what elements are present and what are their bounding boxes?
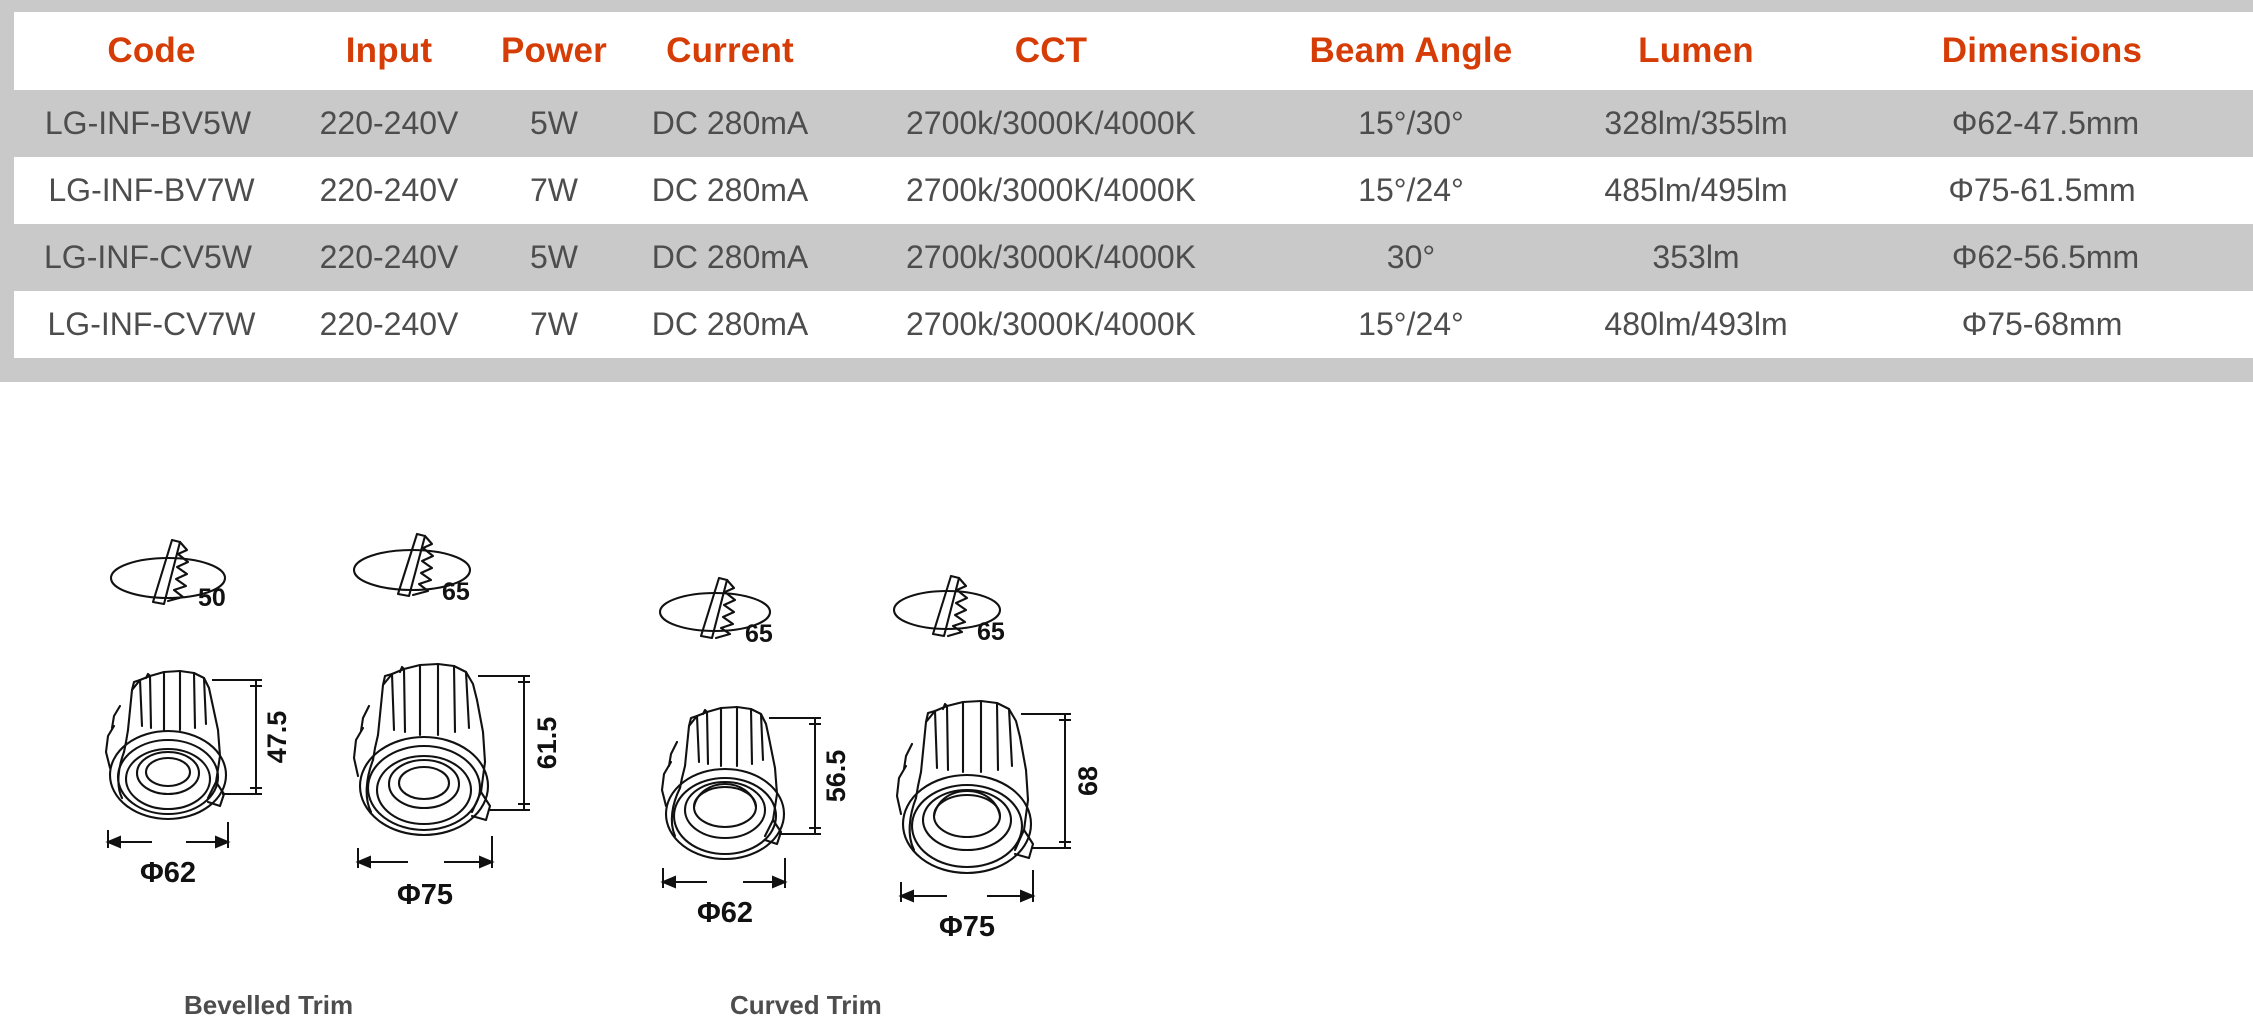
column-header-input: Input <box>289 12 489 90</box>
cell-dimensions: Φ75-68mm <box>1831 291 2253 358</box>
cell-power: 7W <box>489 157 619 224</box>
cell-code: LG-INF-BV7W <box>0 157 289 224</box>
cell-lumen: 353lm <box>1561 224 1831 291</box>
cell-beam-angle: 15°/24° <box>1261 157 1561 224</box>
diameter-dimension-label: Φ75 <box>939 911 995 943</box>
cell-current: DC 280mA <box>619 291 841 358</box>
cell-code: LG-INF-CV5W <box>7 224 289 291</box>
cell-cct: 2700k/3000K/4000K <box>841 90 1261 157</box>
height-dimension-label: 47.5 <box>262 711 292 764</box>
height-dimension-label: 68 <box>1073 766 1103 796</box>
column-header-cct: CCT <box>841 12 1261 90</box>
product-drawing-bv7w: 65 <box>340 530 620 990</box>
cell-power: 5W <box>489 90 619 157</box>
product-drawing-bv5w: 50 <box>90 530 350 970</box>
drawing-svg-cv5w: 65 <box>658 576 851 929</box>
cell-cct: 2700k/3000K/4000K <box>841 224 1261 291</box>
cell-dimensions: Φ75-61.5mm <box>1831 157 2253 224</box>
cell-current: DC 280mA <box>619 157 841 224</box>
drawing-svg-bv5w: 50 <box>104 538 292 889</box>
cell-beam-angle: 30° <box>1261 224 1561 291</box>
cell-cct: 2700k/3000K/4000K <box>841 291 1261 358</box>
table-row: LG-INF-BV5W 220-240V 5W DC 280mA 2700k/3… <box>7 90 2253 157</box>
cutout-dimension-label: 65 <box>745 620 773 648</box>
cutout-dimension-label: 50 <box>198 584 226 612</box>
table-header-row: Code Input Power Current CCT Beam Angle … <box>0 12 2253 90</box>
height-dimension-label: 56.5 <box>821 750 851 803</box>
cell-code: LG-INF-BV5W <box>7 90 289 157</box>
cell-cct: 2700k/3000K/4000K <box>841 157 1261 224</box>
column-header-power: Power <box>489 12 619 90</box>
cell-code: LG-INF-CV7W <box>0 291 289 358</box>
specification-table: Code Input Power Current CCT Beam Angle … <box>0 12 2253 358</box>
diameter-dimension-label: Φ62 <box>140 857 196 889</box>
diameter-dimension-label: Φ62 <box>697 897 753 929</box>
column-header-current: Current <box>619 12 841 90</box>
cell-power: 7W <box>489 291 619 358</box>
cutout-dimension-label: 65 <box>442 578 470 606</box>
height-dimension-label: 61.5 <box>532 717 562 770</box>
cell-current: DC 280mA <box>619 224 841 291</box>
drawing-svg-bv7w: 65 <box>352 532 562 911</box>
table-row: LG-INF-BV7W 220-240V 7W DC 280mA 2700k/3… <box>0 157 2253 224</box>
table-row: LG-INF-CV5W 220-240V 5W DC 280mA 2700k/3… <box>7 224 2253 291</box>
product-drawing-cv5w: 65 <box>645 570 905 1010</box>
cutout-dimension-label: 65 <box>977 618 1005 646</box>
cell-dimensions: Φ62-56.5mm <box>1831 224 2253 291</box>
spec-table-container: Code Input Power Current CCT Beam Angle … <box>0 0 2253 382</box>
cell-input: 220-240V <box>289 224 489 291</box>
technical-drawings-section: 50 <box>0 530 2253 1030</box>
cell-input: 220-240V <box>289 90 489 157</box>
diameter-dimension-label: Φ75 <box>397 879 453 911</box>
cell-beam-angle: 15°/30° <box>1261 90 1561 157</box>
cutout-ellipse-icon <box>109 556 227 600</box>
caption-bevelled-trim: Bevelled Trim <box>184 990 354 1020</box>
caption-curved-trim: Curved Trim <box>730 990 882 1020</box>
column-header-beam-angle: Beam Angle <box>1261 12 1561 90</box>
cell-dimensions: Φ62-47.5mm <box>1831 90 2253 157</box>
cell-power: 5W <box>489 224 619 291</box>
cell-input: 220-240V <box>289 291 489 358</box>
product-drawing-cv7w: 65 <box>885 570 1165 1020</box>
cell-beam-angle: 15°/24° <box>1261 291 1561 358</box>
cell-current: DC 280mA <box>619 90 841 157</box>
column-header-lumen: Lumen <box>1561 12 1831 90</box>
drawing-svg-cv7w: 65 <box>892 574 1103 943</box>
column-header-code: Code <box>0 12 289 90</box>
column-header-dimensions: Dimensions <box>1831 12 2253 90</box>
cell-lumen: 480lm/493lm <box>1561 291 1831 358</box>
cell-input: 220-240V <box>289 157 489 224</box>
table-row: LG-INF-CV7W 220-240V 7W DC 280mA 2700k/3… <box>0 291 2253 358</box>
cell-lumen: 328lm/355lm <box>1561 90 1831 157</box>
cell-lumen: 485lm/495lm <box>1561 157 1831 224</box>
